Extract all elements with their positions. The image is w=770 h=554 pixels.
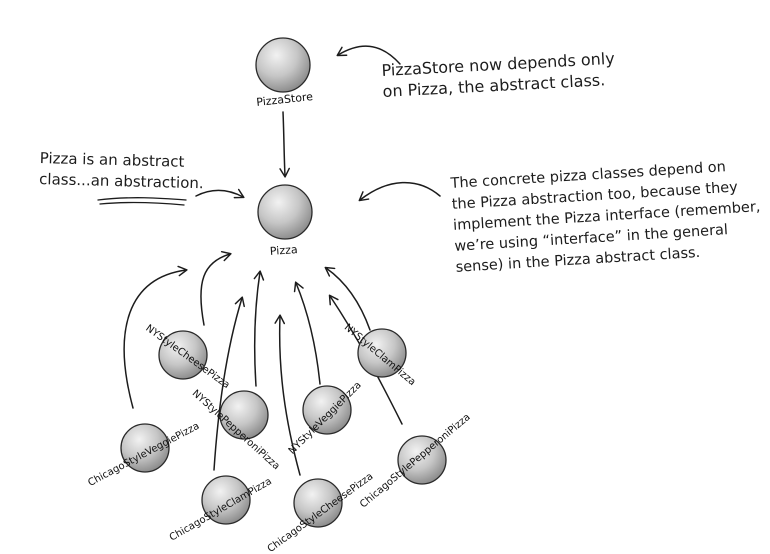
pizza-note: Pizza is an abstract class...an abstract… [39,148,205,194]
ny-clam-sphere [357,328,407,378]
arrow-ny-clam-to-pizza [324,266,371,331]
pizza-note-line-2: class...an abstraction. [38,169,204,193]
pizzastore-sphere [255,37,311,93]
chicago-veggie-sphere [120,423,170,473]
ny-veggie-sphere [302,385,352,435]
chicago-cheese-sphere [293,478,343,528]
arrow-ny-veggie-to-pizza [293,281,321,385]
ny-pepperoni-sphere [219,390,269,440]
pizzastore-label: PizzaStore [256,90,314,109]
abstraction-underline [97,197,187,201]
arrow-chicago-clam-to-pizza [213,296,245,471]
arrow-note-to-pizza [195,188,245,199]
ny-cheese-sphere [158,330,208,380]
arrow-ny-cheese-to-pizza [200,250,232,326]
arrow-note-to-pizzastore [336,45,401,65]
chicago-clam-sphere [201,475,251,525]
arrow-pizzastore-to-pizza [279,111,290,178]
pizza-label: Pizza [269,243,298,258]
arrow-concrete-note-to-pizza [358,181,441,202]
pizza-sphere [257,184,313,240]
arrow-chicago-veggie-to-pizza [123,265,188,409]
chicago-pepperoni-sphere [397,435,447,485]
abstraction-underline-stroke-2 [99,201,185,206]
arrow-ny-pepperoni-to-pizza [253,270,265,387]
arrow-chicago-cheese-to-pizza [274,314,301,476]
chicago-pepperoni-label: ChicagoStylePepperoniPizza [358,412,473,511]
concrete-classes-note: The concrete pizza classes depend on the… [450,155,764,279]
